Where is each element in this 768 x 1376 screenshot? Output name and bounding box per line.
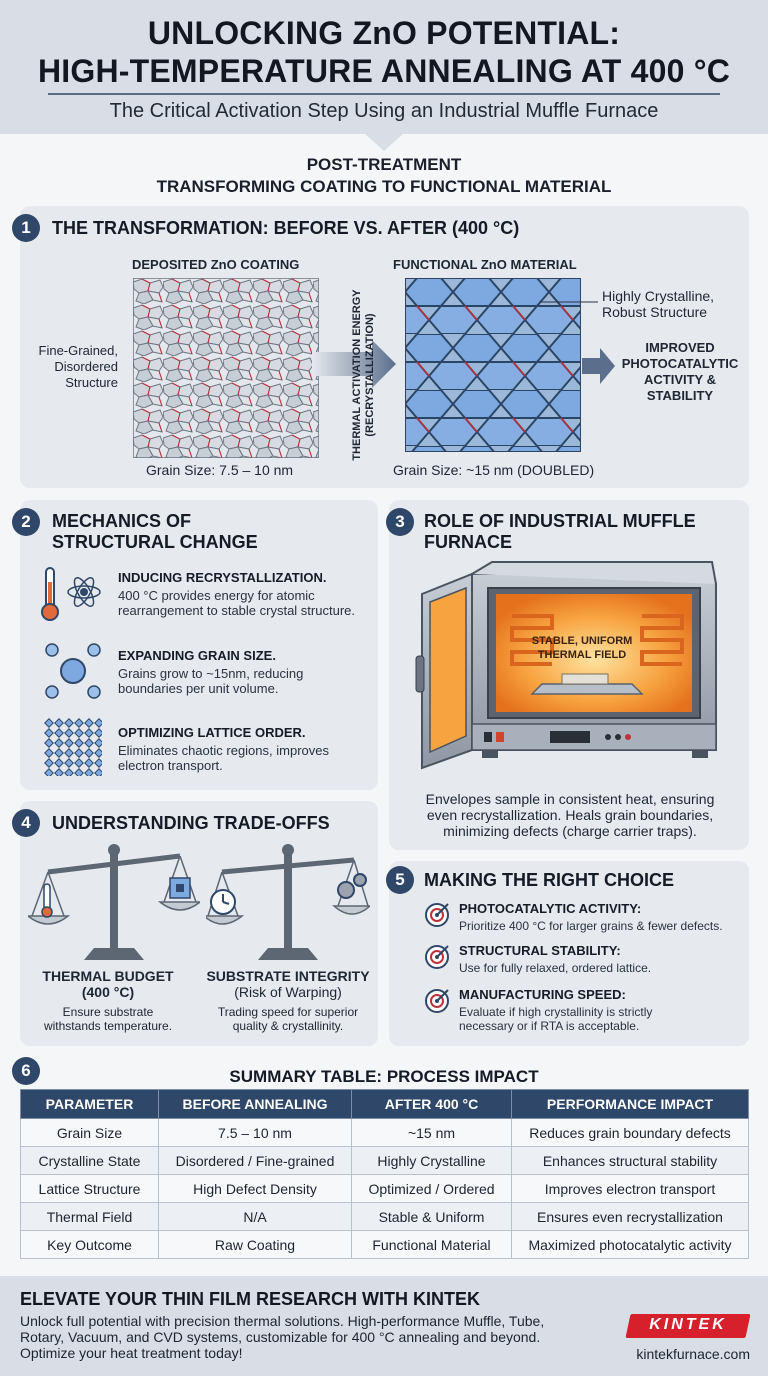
page-subtitle: The Critical Activation Step Using an In… (109, 100, 659, 122)
balance-scale-substrate-icon (206, 844, 370, 960)
substrate-integrity-heading: SUBSTRATE INTEGRITY (Risk of Warping) (206, 968, 370, 1000)
title-line-2: HIGH-TEMPERATURE ANNEALING AT 400 °C (37, 53, 731, 89)
section-choice (389, 861, 749, 1046)
section-tradeoffs (20, 801, 378, 1046)
table-row: Crystalline State Disordered / Fine-grai… (20, 1146, 749, 1175)
mechanics-item-1-heading: INDUCING RECRYSTALLIZATION. (118, 570, 327, 585)
section-number-3: 3 (386, 508, 414, 536)
table-cell: Optimized / Ordered (351, 1174, 512, 1203)
column-header: PARAMETER (20, 1089, 159, 1119)
title-line-1: UNLOCKING ZnO POTENTIAL: (147, 15, 621, 51)
choice-item-3-heading: MANUFACTURING SPEED: (459, 987, 626, 1002)
table-cell: Key Outcome (20, 1230, 159, 1259)
thermal-budget-text: Ensure substrate withstands temperature. (43, 1005, 173, 1033)
table-cell: N/A (158, 1202, 352, 1231)
summary-table: PARAMETER BEFORE ANNEALING AFTER 400 °C … (20, 1089, 749, 1259)
website-link[interactable]: kintekfurnace.com (636, 1346, 750, 1362)
crystalline-hexagon-illustration (405, 278, 581, 452)
mechanics-item-3-text: Eliminates chaotic regions, improves ele… (118, 743, 329, 773)
table-cell: Ensures even recrystallization (511, 1202, 749, 1231)
section-number-2: 2 (12, 508, 40, 536)
thermometer-atom-icon (41, 567, 101, 621)
table-row: Grain Size 7.5 – 10 nm ~15 nm Reduces gr… (20, 1118, 749, 1147)
table-cell: Thermal Field (20, 1202, 159, 1231)
section-5-title: MAKING THE RIGHT CHOICE (424, 870, 674, 890)
table-cell: Raw Coating (158, 1230, 352, 1259)
choice-item-1-heading: PHOTOCATALYTIC ACTIVITY: (459, 901, 642, 916)
table-cell: 7.5 – 10 nm (158, 1118, 352, 1147)
page-title: UNLOCKING ZnO POTENTIAL: HIGH-TEMPERATUR… (0, 14, 768, 90)
section-4-title: UNDERSTANDING TRADE-OFFS (52, 813, 330, 833)
footer-text: Unlock full potential with precision the… (20, 1313, 545, 1361)
table-cell: Reduces grain boundary defects (511, 1118, 749, 1147)
thermal-budget-heading: THERMAL BUDGET (400 °C) (42, 968, 174, 1000)
activation-arrow-icon (312, 340, 396, 388)
table-cell: Lattice Structure (20, 1174, 159, 1203)
table-row: Thermal Field N/A Stable & Uniform Ensur… (20, 1202, 749, 1231)
after-description: Highly Crystalline, Robust Structure (602, 288, 715, 320)
before-grain-size: Grain Size: 7.5 – 10 nm (146, 462, 294, 478)
header-banner (0, 0, 768, 134)
muffle-furnace-illustration (415, 561, 717, 770)
after-grain-size: Grain Size: ~15 nm (DOUBLED) (393, 462, 595, 478)
choice-item-2-heading: STRUCTURAL STABILITY: (459, 943, 621, 958)
section-number-1: 1 (12, 214, 40, 242)
balance-scale-thermal-icon (28, 844, 200, 960)
section-3-title: ROLE OF INDUSTRIAL MUFFLE FURNACE (424, 511, 696, 552)
table-row: Lattice Structure High Defect Density Op… (20, 1174, 749, 1203)
table-cell: Disordered / Fine-grained (158, 1146, 352, 1175)
activation-label: THERMAL ACTIVATION ENERGY (RECRYSTALLIZA… (351, 289, 376, 461)
table-cell: Enhances structural stability (511, 1146, 749, 1175)
disordered-grain-illustration (133, 278, 319, 458)
thermal-field-label: STABLE, UNIFORM THERMAL FIELD (531, 635, 633, 661)
section-6-title: SUMMARY TABLE: PROCESS IMPACT (229, 1067, 539, 1086)
pointer-line-icon (540, 301, 598, 303)
footer-title: ELEVATE YOUR THIN FILM RESEARCH WITH KIN… (20, 1289, 481, 1309)
table-row: Key Outcome Raw Coating Functional Mater… (20, 1230, 749, 1259)
section-number-5: 5 (386, 866, 414, 894)
result-arrow-icon (582, 348, 615, 384)
before-label: DEPOSITED ZnO COATING (132, 257, 300, 272)
section-number-6: 6 (12, 1057, 40, 1085)
table-cell: Highly Crystalline (351, 1146, 512, 1175)
table-cell: ~15 nm (351, 1118, 512, 1147)
mechanics-item-1-text: 400 °C provides energy for atomic rearra… (118, 588, 355, 618)
choice-item-3-text: Evaluate if high crystallinity is strict… (459, 1005, 653, 1033)
lattice-icon (44, 718, 102, 776)
after-label: FUNCTIONAL ZnO MATERIAL (393, 257, 577, 272)
post-treatment-line-2: TRANSFORMING COATING TO FUNCTIONAL MATER… (156, 177, 612, 196)
mechanics-item-2-heading: EXPANDING GRAIN SIZE. (118, 648, 276, 663)
mechanics-item-3-heading: OPTIMIZING LATTICE ORDER. (118, 725, 306, 740)
choice-item-2-text: Use for fully relaxed, ordered lattice. (459, 961, 652, 975)
column-header: PERFORMANCE IMPACT (511, 1089, 749, 1119)
table-cell: High Defect Density (158, 1174, 352, 1203)
table-cell: Grain Size (20, 1118, 159, 1147)
kintek-logo-text: KINTEK (649, 1316, 727, 1333)
target-icon (425, 989, 449, 1013)
substrate-integrity-text: Trading speed for superior quality & cry… (217, 1005, 359, 1033)
table-header-row: PARAMETER BEFORE ANNEALING AFTER 400 °C … (20, 1089, 749, 1119)
table-cell: Improves electron transport (511, 1174, 749, 1203)
table-cell: Functional Material (351, 1230, 512, 1259)
table-cell: Crystalline State (20, 1146, 159, 1175)
before-description: Fine-Grained, Disordered Structure (38, 343, 118, 390)
post-treatment-line-1: POST-TREATMENT (306, 155, 462, 174)
target-icon (425, 903, 449, 927)
header-pointer (364, 133, 404, 151)
mechanics-item-2-text: Grains grow to ~15nm, reducing boundarie… (118, 666, 304, 696)
section-2-title: MECHANICS OF STRUCTURAL CHANGE (52, 511, 258, 552)
furnace-description: Envelopes sample in consistent heat, ens… (425, 791, 715, 839)
target-icon (425, 945, 449, 969)
column-header: AFTER 400 °C (351, 1089, 512, 1119)
result-label: IMPROVED PHOTOCATALYTIC ACTIVITY & STABI… (621, 340, 739, 403)
section-1-title: THE TRANSFORMATION: BEFORE VS. AFTER (40… (52, 218, 520, 238)
post-treatment-heading: POST-TREATMENT TRANSFORMING COATING TO F… (0, 154, 768, 198)
grain-cluster-icon (45, 643, 101, 699)
title-divider (48, 93, 720, 95)
table-cell: Stable & Uniform (351, 1202, 512, 1231)
section-number-4: 4 (12, 809, 40, 837)
column-header: BEFORE ANNEALING (158, 1089, 352, 1119)
table-cell: Maximized photocatalytic activity (511, 1230, 749, 1259)
choice-item-1-text: Prioritize 400 °C for larger grains & fe… (459, 919, 723, 933)
